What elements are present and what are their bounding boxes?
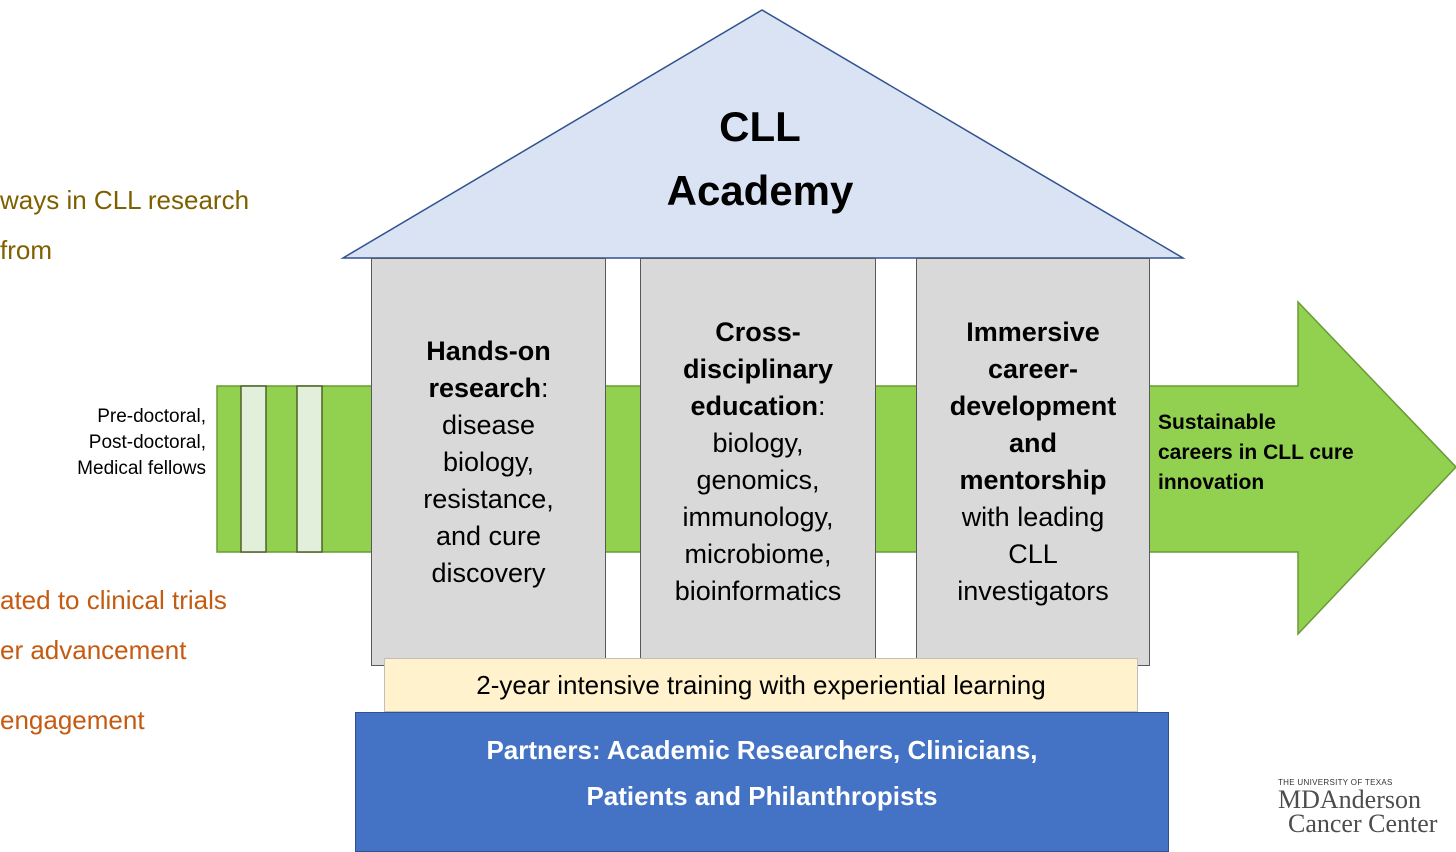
pillar-mentorship-title-5: mentorship <box>959 465 1107 495</box>
pillar-mentorship-title-4: and <box>1008 428 1057 458</box>
partners-line-1: Partners: Academic Researchers, Clinicia… <box>486 735 1038 765</box>
academy-title-line1: CLL <box>719 103 801 150</box>
logo-mdanderson: MDAnderson <box>1278 785 1421 814</box>
pillar-mentorship-line: investigators <box>957 576 1109 606</box>
pillar-research-line: disease <box>441 409 536 440</box>
pillar-mentorship: Immersive career- development and mentor… <box>916 258 1150 666</box>
pillar-education-title-1: Cross- <box>715 317 801 347</box>
left-note-1: ways in CLL research <box>0 185 250 215</box>
trainee-fellows: Medical fellows <box>77 458 206 479</box>
pillar-research-title-2: research <box>428 372 542 403</box>
partners-foundation: Partners: Academic Researchers, Clinicia… <box>355 712 1169 852</box>
pillar-education-title-2: disciplinary <box>682 354 834 384</box>
outcome-text: Sustainable careers in CLL cure innovati… <box>1158 408 1354 498</box>
outcome-line-1: Sustainable <box>1158 411 1276 434</box>
pipeline-segment-1 <box>240 385 267 553</box>
pillar-education-line: genomics, <box>696 465 820 495</box>
logo-university: THE UNIVERSITY OF TEXAS <box>1278 778 1393 787</box>
academy-title-line2: Academy <box>666 167 854 214</box>
outcome-line-2: careers in CLL cure <box>1158 441 1354 464</box>
pipeline-segment-2 <box>296 385 323 553</box>
pillar-mentorship-title-1: Immersive <box>966 317 1100 347</box>
pillar-mentorship-line: CLL <box>1008 539 1058 569</box>
pillar-research-title-1: Hands-on <box>426 335 551 366</box>
left-note-5: engagement <box>0 705 145 735</box>
logo-cancer-center: Cancer Center <box>1288 809 1438 838</box>
pillar-education-title-3: education <box>690 391 818 421</box>
pillar-education: Cross- disciplinary education: biology, … <box>640 258 876 666</box>
pillar-education-colon: : <box>818 391 826 421</box>
partners-line-2: Patients and Philanthropists <box>586 781 938 811</box>
pillar-mentorship-title-2: career- <box>987 354 1079 384</box>
pillar-research-line: biology, <box>442 446 535 477</box>
left-note-4: er advancement <box>0 635 187 665</box>
pillar-mentorship-title-3: development <box>949 391 1117 421</box>
left-note-3: ated to clinical trials <box>0 585 227 615</box>
outcome-line-3: innovation <box>1158 471 1265 494</box>
pillar-research: Hands-on research: disease biology, resi… <box>371 258 606 666</box>
pillar-education-line: immunology, <box>682 502 834 532</box>
pillar-research-line: and cure <box>435 520 542 551</box>
academy-title: CLL Academy <box>590 95 930 223</box>
pillar-research-line: discovery <box>431 557 546 588</box>
pillar-education-line: microbiome, <box>684 539 832 569</box>
pillar-education-line: biology, <box>712 428 804 458</box>
trainee-postdoc: Post-doctoral, <box>88 432 206 453</box>
trainee-types: Pre-doctoral, Post-doctoral, Medical fel… <box>77 404 206 482</box>
pillar-education-line: bioinformatics <box>674 576 842 606</box>
training-banner: 2-year intensive training with experient… <box>384 658 1138 712</box>
pillar-research-colon: : <box>541 372 549 403</box>
pillar-mentorship-line: with leading <box>961 502 1105 532</box>
pillar-research-line: resistance, <box>423 483 554 514</box>
left-note-2: from <box>0 235 52 265</box>
trainee-predoc: Pre-doctoral, <box>97 406 206 427</box>
